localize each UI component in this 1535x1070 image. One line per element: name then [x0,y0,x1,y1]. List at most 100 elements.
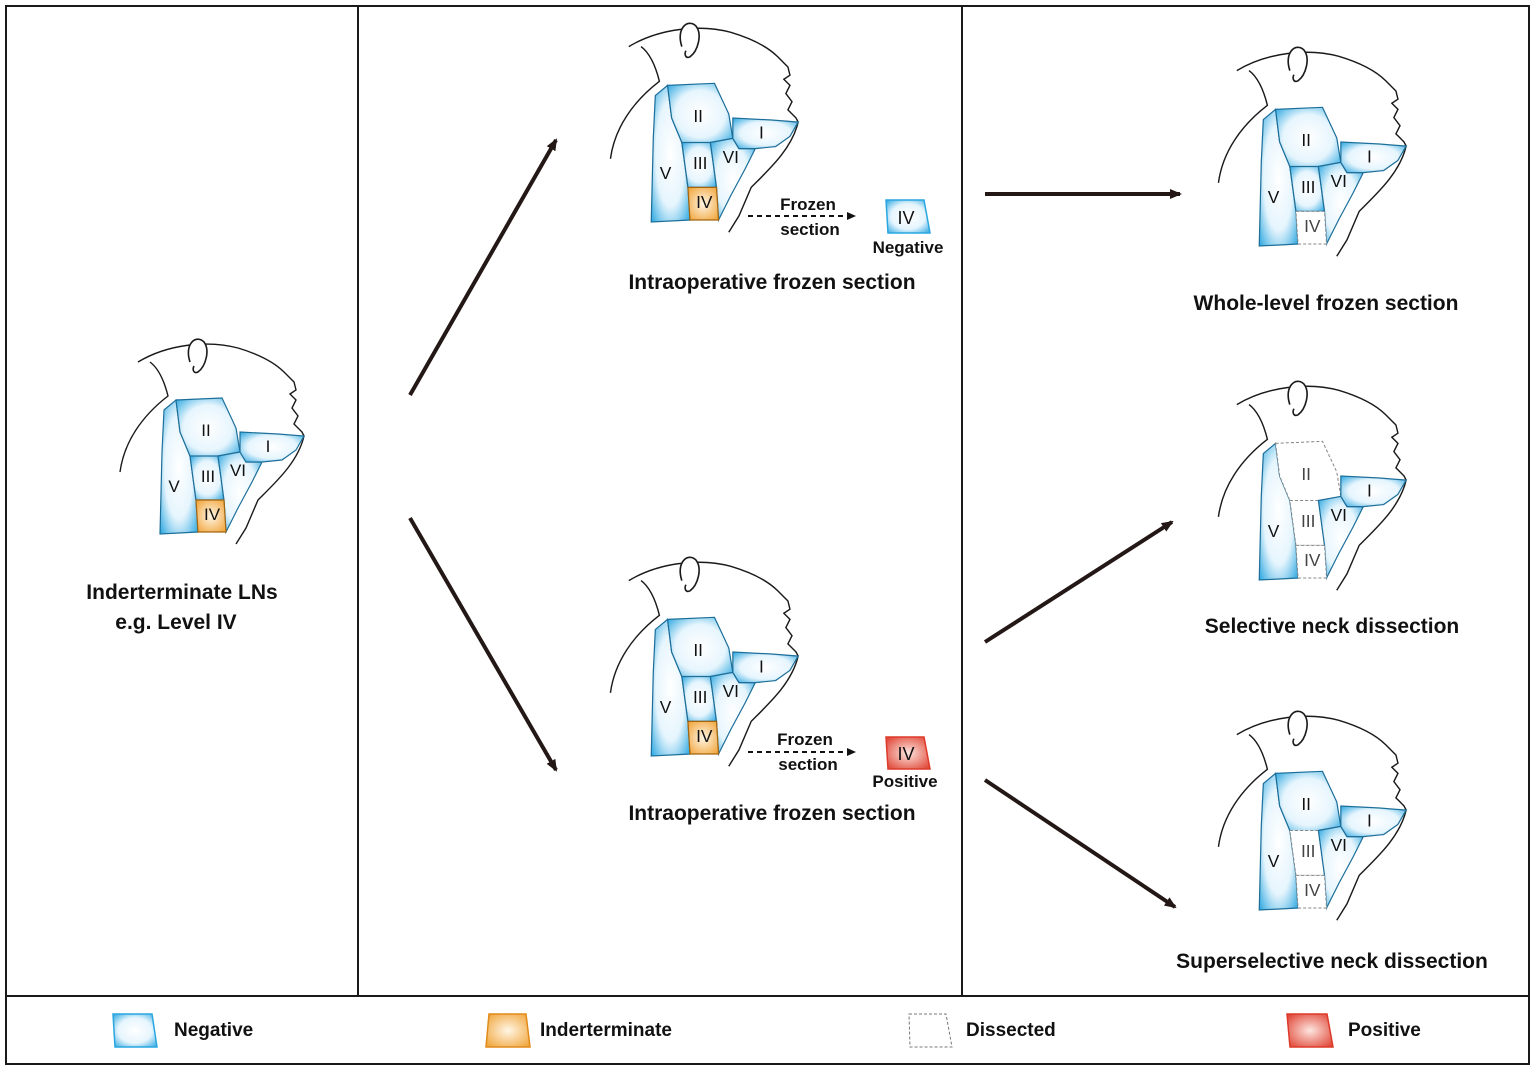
level-i-label: I [1367,480,1372,500]
level-iv-label: IV [1304,550,1321,570]
frozen-label-line2: section [780,220,840,239]
frozen-label-line1: Frozen [780,195,836,214]
throat-outline [1336,809,1407,921]
throat-outline [728,655,799,767]
level-v-label: V [660,697,672,717]
throat-outline [728,121,799,233]
excised-level-iv-negative [885,199,931,234]
level-vi-label: VI [1331,835,1347,855]
level-v-label: V [1268,851,1280,871]
legend-item-indeterminate: Inderterminate [485,1013,672,1048]
frozen-result-negative: Negative [873,238,944,257]
level-v-label: V [1268,187,1280,207]
level-ii-label: II [693,106,703,126]
captions: Inderterminate LNs e.g. Level IV Intraop… [86,271,1488,973]
caption-whole-level: Whole-level frozen section [1194,292,1459,315]
legend-swatch-positive [1286,1013,1334,1048]
legend-label-dissected: Dissected [966,1020,1056,1041]
legend-item-negative: Negative [112,1013,253,1048]
level-v-label: V [168,477,180,496]
caption-initial-line1: Inderterminate LNs [86,581,277,604]
head-outline [609,27,799,159]
level-iii-label: III [1301,841,1315,861]
level-iv-label: IV [1304,216,1321,236]
level-i-region [1340,805,1408,838]
level-ii-label: II [1301,794,1311,814]
head-outline [609,561,799,693]
head-outline [119,343,305,473]
excised-level-iv-positive [885,736,931,770]
level-i-label: I [759,656,764,676]
ear-icon [1287,46,1308,83]
legend-item-positive: Positive [1286,1013,1421,1048]
level-i-label: I [266,437,271,456]
level-iii-label: III [693,153,707,173]
level-i-region [1340,475,1408,508]
level-iv-label: IV [696,726,713,746]
ear-icon [1287,380,1308,417]
level-ii-label: II [693,640,703,660]
level-vi-label: VI [723,681,739,701]
head-outline [1217,715,1407,847]
ear-icon [1287,710,1308,747]
frozen-detail-negative: Frozen section IV Negative [748,195,943,257]
level-i-label: I [759,122,764,142]
legend-swatch-indeterminate [485,1013,531,1048]
frame [5,5,1530,1065]
caption-frozen-negative: Intraoperative frozen section [628,271,915,294]
level-iv-region [687,186,720,221]
level-v-label: V [1268,521,1280,541]
level-iii-label: III [693,687,707,707]
frozen-label-line2: section [778,755,838,774]
level-i-region [732,117,800,150]
throat-outline [1336,145,1407,257]
caption-superselective: Superselective neck dissection [1176,950,1488,973]
caption-initial-line2: e.g. Level IV [115,611,236,634]
level-vi-label: VI [230,461,246,480]
level-i-label: I [1367,146,1372,166]
legend-swatch-negative [112,1013,158,1048]
level-vi-label: VI [723,147,739,167]
frozen-label-line1: Frozen [777,730,833,749]
level-iv-label: IV [1304,880,1321,900]
caption-selective: Selective neck dissection [1205,615,1459,638]
arrow-to-negative [408,138,558,396]
legend: Negative Inderterminate Dissected Positi… [112,1013,1421,1048]
head-outline [1217,385,1407,517]
level-iv-label: IV [204,505,221,524]
level-i-label: I [1367,810,1372,830]
level-i-region [732,651,800,684]
level-iv-region [195,499,227,533]
level-v-label: V [660,163,672,183]
ear-icon [187,338,208,374]
level-vi-label: VI [1331,505,1347,525]
level-iii-label: III [1301,511,1315,531]
legend-item-dissected: Dissected [908,1013,1056,1048]
level-ii-label: II [1301,130,1311,150]
level-vi-label: VI [1331,171,1347,191]
frozen-result-positive: Positive [872,772,937,791]
level-iv-region [1295,874,1328,909]
level-iii-label: III [201,467,215,486]
throat-outline [235,435,305,545]
level-ii-label: II [1301,464,1311,484]
frozen-detail-positive: Frozen section IV Positive [748,730,938,791]
legend-label-negative: Negative [174,1020,253,1041]
head-outline [1217,51,1407,183]
flow-arrows [408,138,1182,909]
arrow-to-positive [408,516,558,772]
level-iii-label: III [1301,177,1315,197]
legend-label-positive: Positive [1348,1020,1421,1041]
arrow-to-superselective [983,778,1177,909]
level-ii-label: II [201,421,210,440]
level-iv-region [1295,544,1328,579]
level-iv-label: IV [696,192,713,212]
level-i-region [1340,141,1408,174]
ear-icon [679,22,700,59]
